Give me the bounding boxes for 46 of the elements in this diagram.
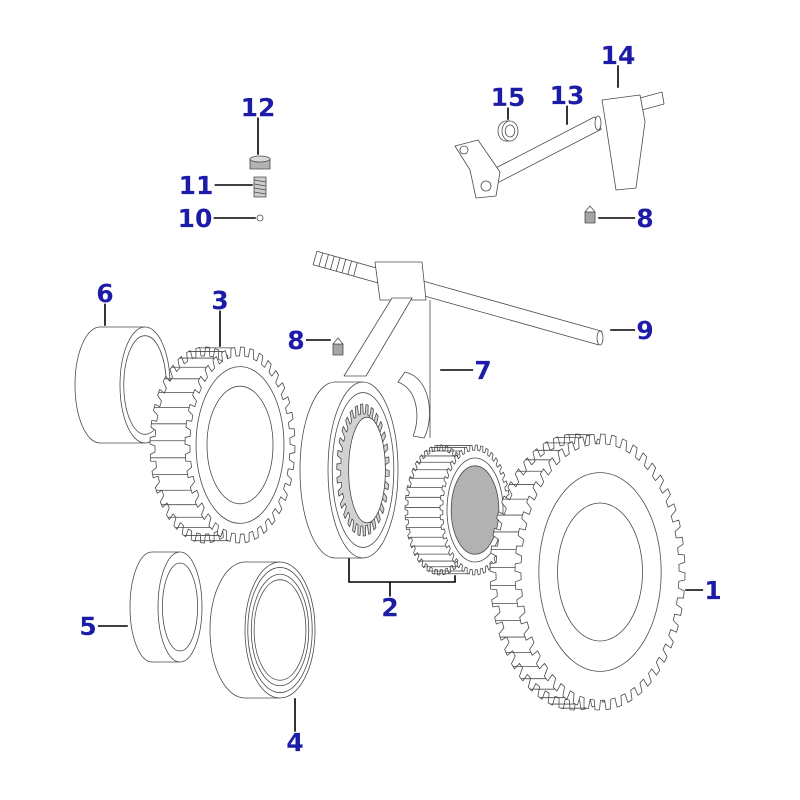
ball-drawing [256,214,264,222]
lever-drawing [602,92,664,190]
ring-drawing [74,326,170,444]
callout-number: 8 [288,330,304,350]
leader-line [348,557,456,598]
callout-number: 14 [603,46,634,64]
callout-number: 15 [493,88,524,106]
callout-number: 5 [81,616,95,636]
leader-line [685,589,704,591]
ring-drawing [498,120,518,142]
leader-line [306,339,331,341]
callout-number: 13 [552,86,582,104]
callout-number: 3 [212,290,227,310]
cap-drawing [250,156,270,170]
leader-line [566,106,568,125]
leader-line [214,184,253,186]
gear-drawing [404,444,510,576]
callout-number: 10 [180,208,212,228]
callout-number: 9 [638,320,652,340]
callout-number: 12 [243,98,274,116]
pin-drawing [584,206,596,224]
callout-number: 7 [476,360,490,380]
callout-number: 6 [98,284,112,302]
leader-line [214,217,256,219]
callout-number: 8 [638,208,652,228]
pin-drawing [332,338,344,356]
shaft-drawing [454,116,602,198]
fork-drawing [344,262,430,438]
leader-line [617,65,619,88]
leader-line [598,217,636,219]
gear-drawing [490,434,686,710]
spring-drawing [254,176,266,198]
bearing-drawing [210,562,316,698]
leader-line [440,369,474,371]
callout-number: 4 [287,732,303,752]
leader-line [610,329,636,331]
leader-line [507,108,509,120]
callout-number: 1 [707,580,720,600]
ring-drawing [130,552,202,662]
leader-line [98,625,128,627]
leader-line [104,304,106,326]
ring-drawing [300,382,398,558]
callout-number: 11 [181,176,212,194]
leader-line [257,117,259,155]
leader-line [294,698,296,732]
callout-number: 2 [383,598,397,616]
